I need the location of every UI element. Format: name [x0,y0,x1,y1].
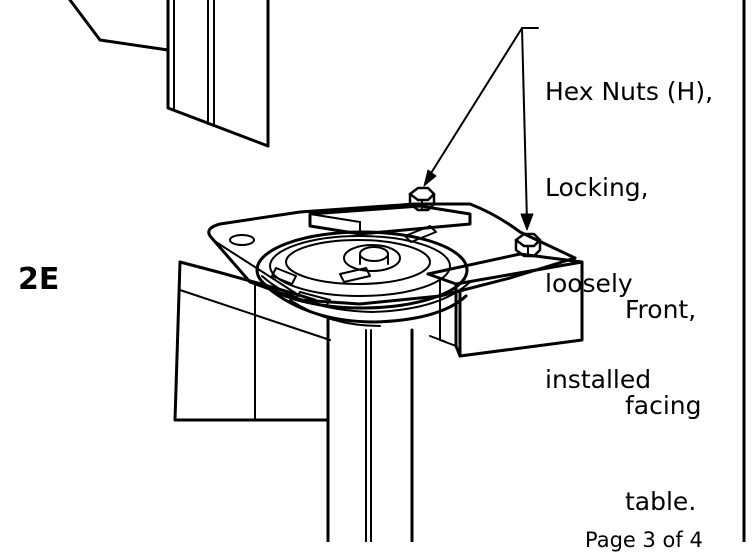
front-callout: Front, facing table. [625,230,702,550]
hex-nuts-callout: Hex Nuts (H), Locking, loosely installed [545,12,713,428]
rear-bracket [308,204,472,236]
callout-line: facing [625,391,702,420]
hex-nut-icon [408,186,436,212]
leader-arrowhead [423,169,437,187]
callout-line: Hex Nuts (H), [545,77,714,106]
callout-line: Front, [625,295,697,324]
callout-leaders [427,27,539,223]
lower-post [326,318,414,542]
callout-line: loosely [545,269,633,298]
center-hub [343,244,401,272]
step-label: 2E [18,262,60,297]
lower-arm [173,260,331,422]
front-bracket [426,252,584,358]
page-number: Page 3 of 4 [585,528,703,552]
mounting-plate [207,202,577,327]
callout-line: installed [545,365,652,394]
leader-arrowhead [520,213,534,231]
callout-line: Locking, [545,173,649,202]
hex-nut-icon [514,232,542,258]
upper-post [68,0,270,148]
callout-line: table. [625,487,697,516]
